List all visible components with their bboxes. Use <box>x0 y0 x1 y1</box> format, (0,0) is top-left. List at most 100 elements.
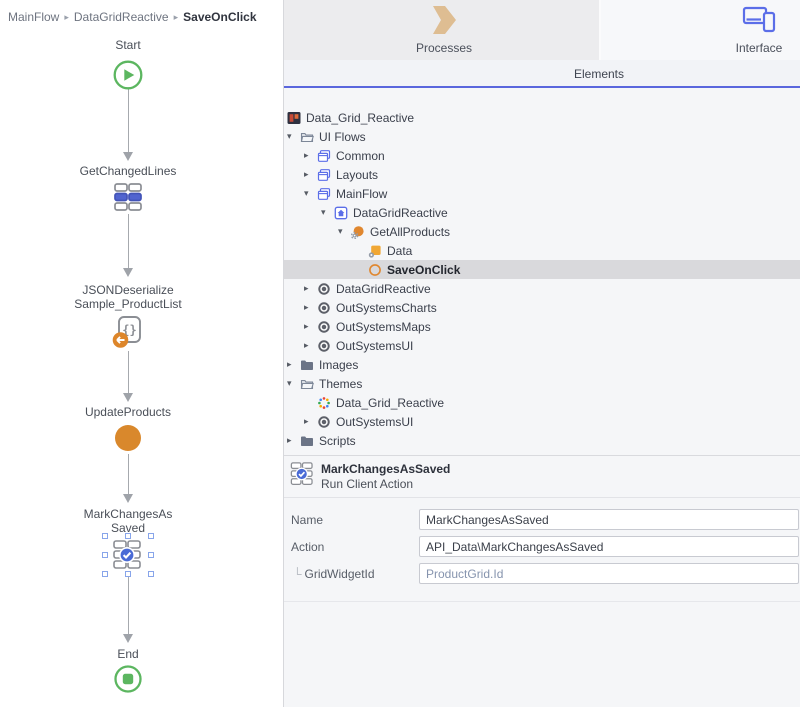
properties-subtitle: Run Client Action <box>321 477 414 491</box>
producer-module-icon <box>317 301 333 315</box>
chevron-right-icon[interactable]: ▸ <box>304 321 309 331</box>
tree-item-images[interactable]: ▸Images <box>284 355 800 374</box>
screen-icon <box>334 206 350 220</box>
chevron-right-icon[interactable]: ▸ <box>287 359 292 369</box>
elements-tab-label: Elements <box>573 67 625 81</box>
selection-handle[interactable] <box>148 571 154 577</box>
flow-connector[interactable] <box>128 454 129 494</box>
tab-interface[interactable]: Interface <box>601 0 800 60</box>
chevron-right-icon[interactable]: ▸ <box>304 416 309 426</box>
tree-item-outsystemsmaps[interactable]: ▸OutSystemsMaps <box>284 317 800 336</box>
tree-item-outsystemsui[interactable]: ▸OutSystemsUI <box>284 336 800 355</box>
client-action-icon <box>368 263 384 277</box>
breadcrumb-item-mainflow[interactable]: MainFlow <box>8 10 60 24</box>
producer-module-icon <box>317 320 333 334</box>
property-input-action[interactable] <box>419 536 799 557</box>
chevron-down-icon[interactable]: ▾ <box>338 226 343 236</box>
property-input-gridwidgetid[interactable] <box>419 563 799 584</box>
tree-item-themes[interactable]: ▾Themes <box>284 374 800 393</box>
property-label-gridwidgetid: └GridWidgetId <box>293 567 375 581</box>
flow-connector[interactable] <box>128 214 129 268</box>
tree-item-data-grid-reactive[interactable]: Data_Grid_Reactive <box>284 108 800 127</box>
json-node-icon[interactable]: {} <box>111 315 145 349</box>
selection-handle[interactable] <box>102 552 108 558</box>
flow-node-label-start: Start <box>115 38 141 52</box>
flow-connector[interactable] <box>128 88 129 152</box>
tree-item-label: Data_Grid_Reactive <box>336 395 445 410</box>
tree-item-layouts[interactable]: ▸Layouts <box>284 165 800 184</box>
ui-flow-icon <box>317 168 333 182</box>
property-label-name: Name <box>291 513 324 527</box>
end-node-icon[interactable] <box>113 664 143 694</box>
flow-connector-arrowhead <box>123 393 133 402</box>
ui-flow-icon <box>317 187 333 201</box>
selection-handle[interactable] <box>125 571 131 577</box>
flow-connector[interactable] <box>128 351 129 393</box>
grid-node-icon[interactable] <box>113 181 143 213</box>
selection-handle[interactable] <box>102 571 108 577</box>
tree-item-datagridreactive[interactable]: ▾DataGridReactive <box>284 203 800 222</box>
tree-item-outsystemsui[interactable]: ▸ OutSystemsUI <box>284 412 800 431</box>
chevron-down-icon[interactable]: ▾ <box>287 378 292 388</box>
tree-item-label: DataGridReactive <box>336 281 431 296</box>
breadcrumb-separator: ▸ <box>173 12 179 22</box>
chevron-right-icon[interactable]: ▸ <box>304 150 309 160</box>
producer-module-icon <box>317 339 333 353</box>
property-row-gridwidgetid: └GridWidgetId <box>284 563 800 585</box>
flow-connector-arrowhead <box>123 152 133 161</box>
selection-handle[interactable] <box>102 533 108 539</box>
flow-canvas[interactable]: MainFlow ▸ DataGridReactive ▸ SaveOnClick St… <box>0 0 283 707</box>
ui-flow-icon <box>317 149 333 163</box>
tree-item-common[interactable]: ▸ Common <box>284 146 800 165</box>
chevron-down-icon[interactable]: ▾ <box>321 207 326 217</box>
breadcrumb-item-saveonclick[interactable]: SaveOnClick <box>183 10 257 24</box>
properties-title: MarkChangesAsSaved <box>321 462 451 476</box>
tree-item-label: OutSystemsUI <box>336 414 414 429</box>
selection-handle[interactable] <box>148 533 154 539</box>
breadcrumb-item-datagridreactive[interactable]: DataGridReactive <box>73 10 169 24</box>
tree-item-data-grid-reactive[interactable]: Data_Grid_Reactive <box>284 393 800 412</box>
breadcrumb-separator: ▸ <box>64 12 69 22</box>
chevron-down-icon[interactable]: ▾ <box>287 131 292 141</box>
tree-item-scripts[interactable]: ▸ Scripts <box>284 431 800 450</box>
tree-item-data[interactable]: Data <box>284 241 800 260</box>
chevron-right-icon[interactable]: ▸ <box>304 302 309 312</box>
tab-processes[interactable]: Processes <box>284 0 601 60</box>
tree-item-getallproducts[interactable]: ▾GetAllProducts <box>284 222 800 241</box>
flow-connector[interactable] <box>128 577 129 634</box>
breadcrumb: MainFlow ▸ DataGridReactive ▸ SaveOnClick <box>8 10 257 24</box>
tree-item-label: Common <box>336 148 385 163</box>
right-panel: Processes Interface Elements <box>283 0 800 707</box>
tree-item-saveonclick[interactable]: SaveOnClick <box>284 260 800 279</box>
elements-tab[interactable]: Elements <box>284 60 800 88</box>
divider <box>284 455 800 456</box>
chevron-right-icon[interactable]: ▸ <box>304 283 309 293</box>
server-action-node-icon[interactable] <box>113 423 143 453</box>
chevron-right-icon[interactable]: ▸ <box>304 340 309 350</box>
property-row-name: Name <box>284 509 800 531</box>
properties-header: MarkChangesAsSaved Run Client Action <box>284 456 800 498</box>
tree-item-mainflow[interactable]: ▾MainFlow <box>284 184 800 203</box>
chevron-right-icon[interactable]: ▸ <box>287 435 292 445</box>
start-node-icon[interactable] <box>112 59 144 91</box>
tree-item-datagridreactive[interactable]: ▸ DataGridReactive <box>284 279 800 298</box>
chevron-down-icon[interactable]: ▾ <box>304 188 309 198</box>
tree-item-label: Data <box>387 243 413 258</box>
client-action-node-icon[interactable] <box>111 540 145 570</box>
folder-closed-icon <box>300 434 316 448</box>
property-input-name[interactable] <box>419 509 799 530</box>
tree-item-label: Data_Grid_Reactive <box>306 110 415 125</box>
elements-tree: Data_Grid_Reactive ▾UI Flows ▸ Common ▸Layou… <box>284 90 800 455</box>
tree-item-outsystemscharts[interactable]: ▸OutSystemsCharts <box>284 298 800 317</box>
selection-handle[interactable] <box>125 533 131 539</box>
flow-connector-arrowhead <box>123 268 133 277</box>
divider <box>284 601 800 602</box>
flow-connector-arrowhead <box>123 494 133 503</box>
tree-item-ui-flows[interactable]: ▾UI Flows <box>284 127 800 146</box>
tree-item-label: Scripts <box>319 433 356 448</box>
chevron-right-icon[interactable]: ▸ <box>304 169 309 179</box>
selection-handle[interactable] <box>148 552 154 558</box>
nested-connector-icon: └ <box>293 567 302 581</box>
